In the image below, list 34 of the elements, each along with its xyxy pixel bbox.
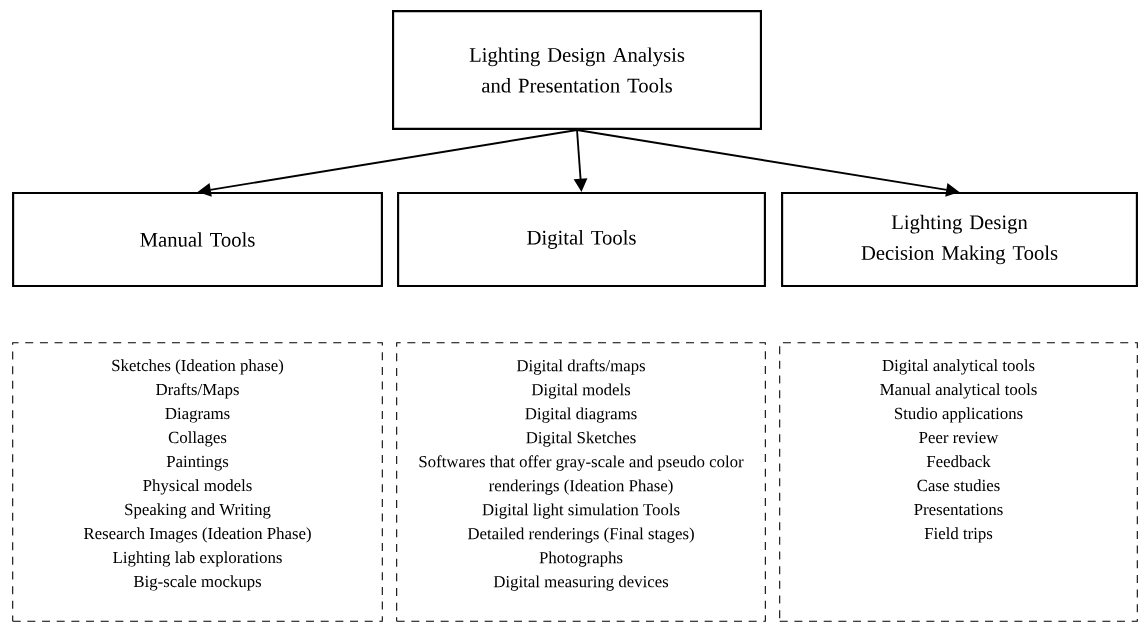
category-box: Digital Tools — [397, 191, 766, 288]
list-item: Studio applications — [895, 407, 1023, 423]
list-item: Manual analytical tools — [880, 383, 1037, 399]
list-item: Collages — [168, 431, 227, 447]
list-item: Research Images (Ideation Phase) — [83, 527, 311, 543]
list-item: Drafts/Maps — [156, 383, 239, 399]
list-item: Presentations — [914, 503, 1003, 516]
list-item: Softwares that offer gray-scale and pseudo color renderings (Ideation Phase) — [419, 455, 744, 495]
list-item: Digital light simulation Tools — [482, 503, 680, 519]
list-item: Digital measuring devices — [493, 575, 669, 591]
category-box: Manual Tools — [12, 191, 383, 288]
category-box: Lighting Design Decision Making Tools — [781, 191, 1138, 288]
item-list-box — [779, 342, 1138, 622]
list-item: Paintings — [166, 455, 229, 471]
list-item: Digital diagrams — [525, 407, 637, 423]
list-item: Physical models — [143, 479, 252, 495]
list-item: Field trips — [924, 527, 993, 543]
list-item: Digital analytical tools — [882, 359, 1035, 375]
list-item: Big-scale mockups — [133, 575, 262, 591]
list-item: Digital models — [531, 383, 631, 399]
item-list-box — [396, 342, 766, 622]
category-box: Lighting Design Analysis and Presentation Tools — [392, 10, 762, 130]
list-item: Speaking and Writing — [125, 503, 271, 519]
list-item: Case studies — [917, 479, 1000, 492]
list-item: Peer review — [919, 431, 999, 444]
list-item: Detailed renderings (Final stages) — [467, 527, 694, 543]
list-item: Digital drafts/maps — [516, 359, 645, 375]
list-item: Lighting lab explorations — [113, 551, 282, 567]
list-item: Feedback — [926, 455, 991, 468]
item-list-box — [12, 342, 383, 622]
list-item: Digital Sketches — [526, 431, 636, 447]
list-item: Photographs — [539, 551, 623, 567]
list-item: Diagrams — [165, 407, 230, 423]
list-item: Sketches (Ideation phase) — [112, 359, 284, 375]
